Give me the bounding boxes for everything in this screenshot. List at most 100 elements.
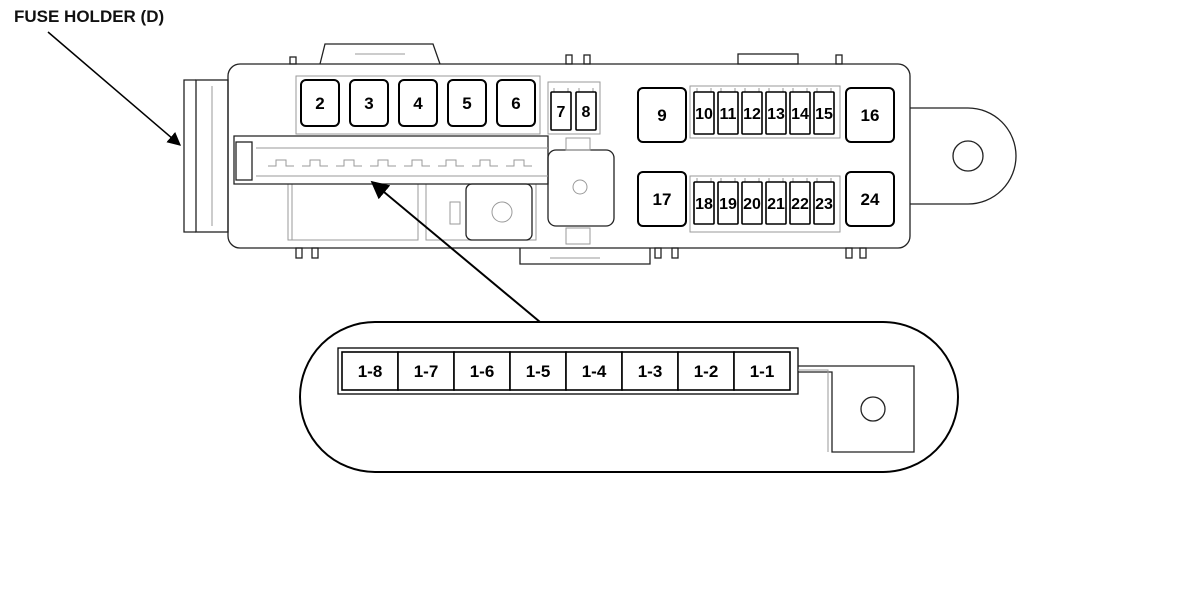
fuse-20: 20 [741,181,763,225]
callout-fuse-label: 1-6 [470,362,495,381]
fuse-8-box [575,91,597,131]
fuse-7: 7 [550,91,572,131]
fuse-6-label: 6 [511,94,520,113]
fuse-21-label: 21 [767,196,785,213]
fuse-22: 22 [789,181,811,225]
fuse-24-box [845,171,895,227]
fuse-2-label: 2 [315,94,324,113]
fuse-13-label: 13 [767,106,785,123]
callout-leader-arrow [370,180,541,323]
callout-fuse-1-3: 1-3 [621,351,679,391]
callout-fuse-1-8: 1-8 [341,351,399,391]
fuse-11-label: 11 [720,106,737,123]
callout-fuse-layer: 1-8 1-7 1-6 1-5 1-4 1-3 1-2 1-1 [341,351,791,391]
callout-fuse-label: 1-4 [582,362,607,381]
fuse-3-box [349,79,389,127]
fuse-22-box [789,181,811,225]
fuse-24-label: 24 [861,190,880,209]
callout-fuse-box [453,351,511,391]
fuse-10-box [693,91,715,135]
fuse-11-box [717,91,739,135]
fuse-14-label: 14 [791,106,809,123]
fuse-8-label: 8 [582,104,591,121]
fuse-13-box [765,91,787,135]
callout-enlargement [299,321,959,473]
fuse-15: 15 [813,91,835,135]
callout-fuse-1-5: 1-5 [509,351,567,391]
fuse-16-box [845,87,895,143]
callout-fuse-1-2: 1-2 [677,351,735,391]
fuse-22-label: 22 [791,196,809,213]
fuse-4-label: 4 [413,94,423,113]
callout-fuse-1-1: 1-1 [733,351,791,391]
strip-fuse-icons [268,159,532,167]
callout-fuse-box [677,351,735,391]
fuse-3-label: 3 [364,94,373,113]
fuse-2-box [300,79,340,127]
fuse-19-box [717,181,739,225]
fuse-2: 2 [300,79,340,127]
fuse-18: 18 [693,181,715,225]
fuse-10-label: 10 [695,106,713,123]
callout-fuse-label: 1-8 [358,362,383,381]
fuse-8: 8 [575,91,597,131]
fuse-19-label: 19 [719,196,737,213]
callout-fuse-1-6: 1-6 [453,351,511,391]
fuse-5-box [447,79,487,127]
fuse-17-box [637,171,687,227]
callout-fuse-1-7: 1-7 [397,351,455,391]
fuse-7-label: 7 [557,104,566,121]
fuse-15-label: 15 [815,106,833,123]
fuse-20-box [741,181,763,225]
fuse-6-box [496,79,536,127]
fuse-17-label: 17 [653,190,672,209]
fuse-13: 13 [765,91,787,135]
fuse-5: 5 [447,79,487,127]
fuse-18-label: 18 [695,196,713,213]
fuse-20-label: 20 [743,196,761,213]
fuse-4: 4 [398,79,438,127]
fuse-24: 24 [845,171,895,227]
callout-fuse-label: 1-1 [750,362,775,381]
fuse-7-box [550,91,572,131]
fuse-3: 3 [349,79,389,127]
callout-fuse-label: 1-7 [414,362,439,381]
callout-fuse-label: 1-2 [694,362,719,381]
fuse-21: 21 [765,181,787,225]
fuse-4-box [398,79,438,127]
fuse-11: 11 [717,91,739,135]
diagram-title: FUSE HOLDER (D) [14,7,164,26]
fuse-12-box [741,91,763,135]
title-leader-arrow [47,31,182,146]
fuse-15-box [813,91,835,135]
callout-fuse-box [733,351,791,391]
fuse-6: 6 [496,79,536,127]
callout-fuse-label: 1-5 [526,362,551,381]
fuse-12-label: 12 [743,106,761,123]
fuse-14-box [789,91,811,135]
fuse-16: 16 [845,87,895,143]
callout-fuse-box [509,351,567,391]
fuse-9-label: 9 [657,106,666,125]
callout-fuse-label: 1-3 [638,362,663,381]
callout-fuse-box [621,351,679,391]
fuse-23-box [813,181,835,225]
callout-fuse-1-4: 1-4 [565,351,623,391]
fuse-9: 9 [637,87,687,143]
fuse-16-label: 16 [861,106,880,125]
fuse-10: 10 [693,91,715,135]
fuse-18-box [693,181,715,225]
fuse-21-box [765,181,787,225]
fuse-17: 17 [637,171,687,227]
fuse-14: 14 [789,91,811,135]
callout-fuse-box [341,351,399,391]
fuse-holder-body [183,43,1017,265]
fuse-9-box [637,87,687,143]
fuse-23: 23 [813,181,835,225]
fuse-23-label: 23 [815,196,833,213]
fuse-5-label: 5 [462,94,471,113]
fuse-19: 19 [717,181,739,225]
fuse-12: 12 [741,91,763,135]
